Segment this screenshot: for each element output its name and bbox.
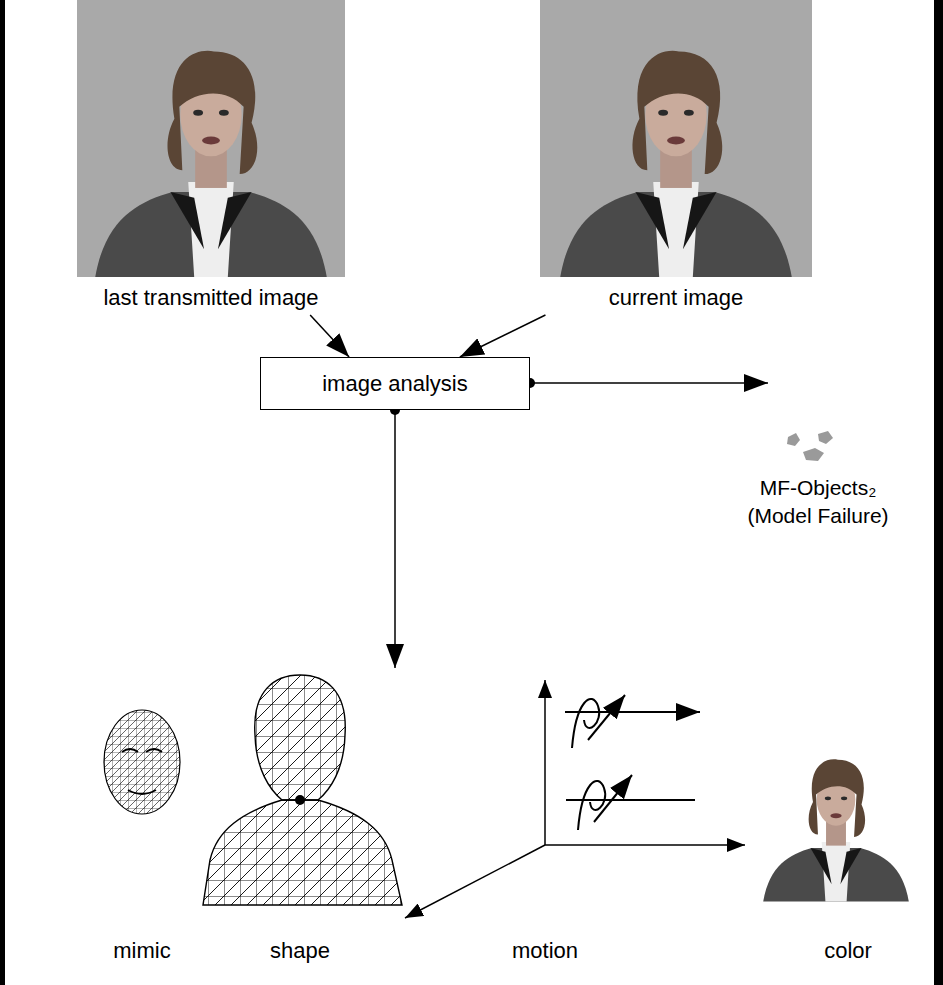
photo-last [77,0,345,277]
component-label: shape [270,938,330,964]
process-box: image analysis [260,357,530,410]
image-caption: last transmitted image [77,285,345,311]
output-label: (Model Failure) [747,504,888,528]
shape-mesh [203,675,402,905]
image-frame: last transmitted image [77,0,345,315]
box-label: image analysis [322,371,468,397]
motion-axes [405,680,745,918]
component-label: motion [512,938,578,964]
input-arrow [460,315,546,357]
mf-object-blobs [787,431,833,461]
image-frame: current image [540,0,812,315]
output-label: MF-Objects₂ [760,476,877,500]
frame-edge [0,0,5,985]
component-label: mimic [113,938,170,964]
frame-edge [934,0,943,985]
output-arrow [390,378,768,668]
component-label: color [824,938,872,964]
input-arrow [310,315,349,357]
image-caption: current image [540,285,812,311]
face-mesh [104,710,180,814]
photo-current [540,0,812,277]
color-texture [763,759,909,901]
